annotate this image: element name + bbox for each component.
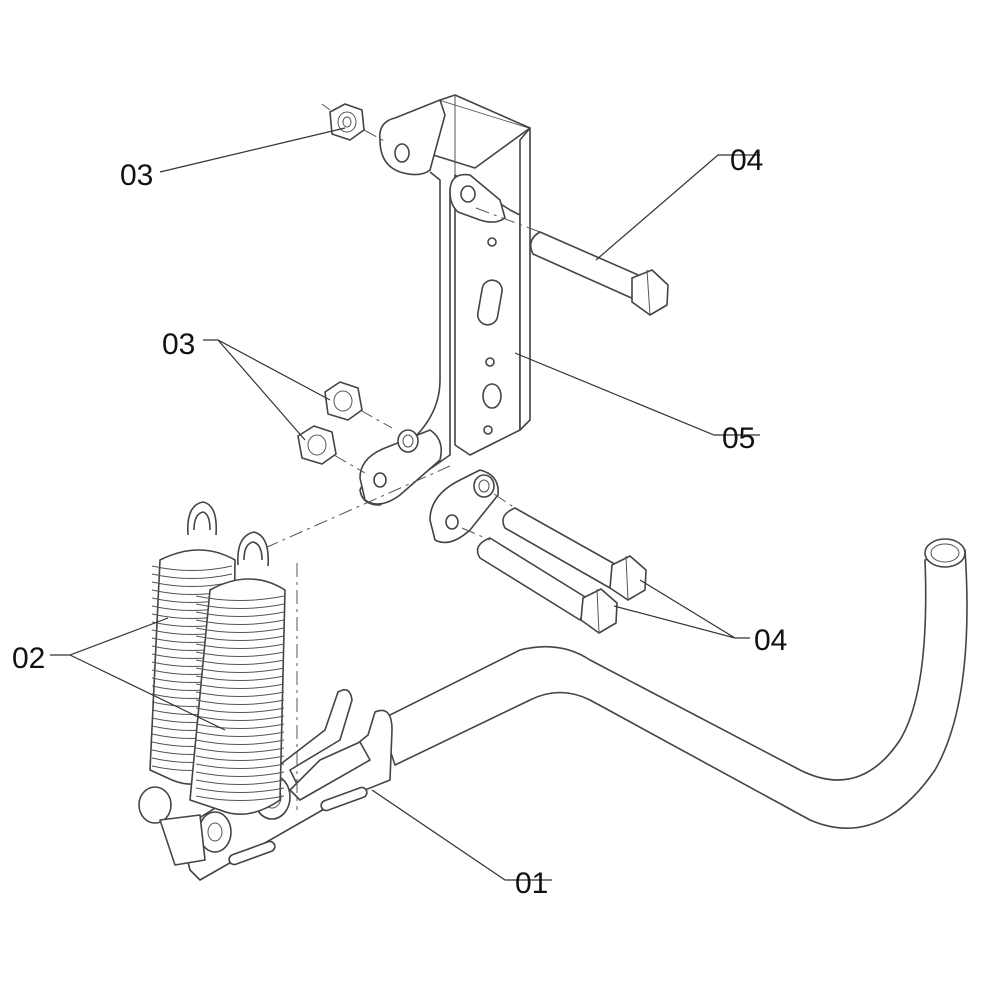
leader-02 <box>50 617 226 731</box>
spring-coil <box>195 691 285 697</box>
spring-coil <box>151 565 233 571</box>
spring-coil <box>195 715 285 721</box>
spring-coil <box>195 611 285 617</box>
bolt-part-04-top <box>529 231 669 316</box>
spring-coil <box>195 699 285 705</box>
spring-coil <box>195 731 285 737</box>
leader-04-top <box>595 154 760 261</box>
spring-coil <box>195 763 285 769</box>
spring-coil <box>195 667 285 673</box>
spring-coil <box>195 643 285 649</box>
leader-04-bottom <box>613 579 750 639</box>
leader-03-top <box>159 127 346 173</box>
spring-coil <box>195 771 285 777</box>
nut-part-03-mid-lower <box>297 425 337 465</box>
bracket-part-05 <box>359 94 531 544</box>
spring-coil <box>195 619 285 625</box>
spring-coil <box>195 635 285 641</box>
spring-coil <box>151 573 233 579</box>
spring-coil <box>195 779 285 785</box>
spring-coil <box>195 707 285 713</box>
nut-part-03-top <box>329 103 365 141</box>
spring-coil <box>195 739 285 745</box>
spring-coil <box>195 595 285 601</box>
spring-coil <box>195 683 285 689</box>
spring-coil <box>195 723 285 729</box>
callout-03-top: 03 <box>120 159 153 192</box>
leader-01 <box>371 789 552 881</box>
spring-coil <box>195 675 285 681</box>
callout-05: 05 <box>722 422 755 455</box>
spring-coil <box>195 659 285 665</box>
spring-coil <box>195 603 285 609</box>
bolt-part-04-lower-a <box>502 507 647 601</box>
leader-05 <box>514 352 760 436</box>
nut-part-03-mid-upper <box>324 381 363 421</box>
callout-01: 01 <box>515 867 548 900</box>
callout-03-mid: 03 <box>162 328 195 361</box>
spring-coils-right <box>195 595 285 801</box>
spring-coil <box>195 747 285 753</box>
spring-coil <box>195 755 285 761</box>
callout-02: 02 <box>12 642 45 675</box>
spring-coil <box>195 651 285 657</box>
leader-03-mid <box>203 339 331 441</box>
callout-04-bottom: 04 <box>754 624 787 657</box>
spring-coil <box>195 627 285 633</box>
spring-coil <box>195 787 285 793</box>
bolt-part-04-lower-b <box>476 537 618 634</box>
callout-04-top: 04 <box>730 144 763 177</box>
spring-part-02-right <box>189 531 286 816</box>
spring-coil <box>195 795 285 801</box>
